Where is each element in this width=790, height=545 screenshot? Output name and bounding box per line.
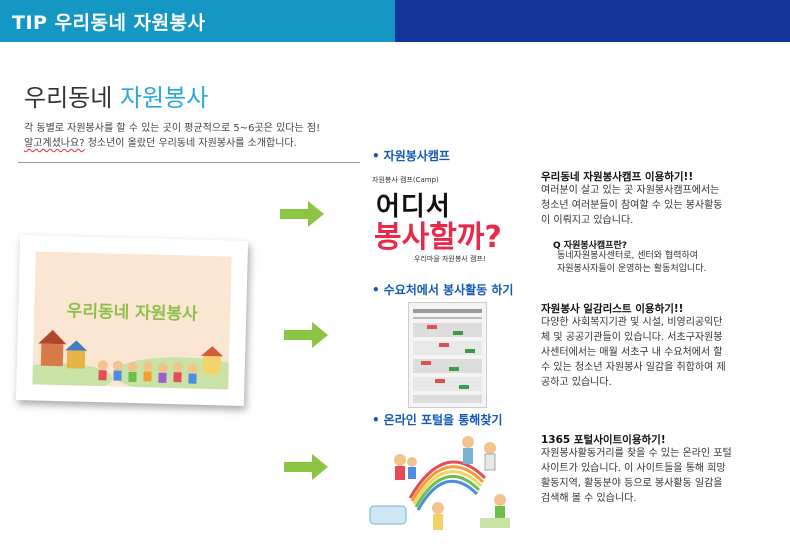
right-arrow-icon (284, 454, 328, 480)
intro-line-1: 각 동별로 자원봉사를 할 수 있는 곳이 평균적으로 5~6곳은 있다는 점! (24, 123, 321, 134)
job-desc: 다양한 사회복지기관 및 시설, 비영리공익단 체 및 공공기관들이 있습니다.… (541, 315, 776, 390)
desc-line: 체 및 공공기관들이 있습니다. 서초구자원봉 (541, 332, 723, 343)
page-title-part1: 우리동네 (24, 84, 120, 112)
desc-line: 다양한 사회복지기관 및 시설, 비영리공익단 (541, 317, 723, 328)
intro-line-2a: 알고계셨나요? (24, 138, 85, 149)
section-heading-camp: •자원봉사캠프 (372, 147, 450, 164)
desc-line: 이 이뤄지고 있습니다. (541, 215, 634, 226)
header-navy-band (395, 0, 790, 42)
desc-line: 사이트가 있습니다. 이 사이트들을 통해 희망 (541, 463, 726, 474)
header-teal-band (0, 0, 395, 42)
divider (18, 162, 360, 163)
card-title-text: 우리동네 자원봉사 (66, 301, 198, 325)
job-desc-title: 자원봉사 일감리스트 이용하기!! (541, 303, 684, 315)
section-heading-portal: •온라인 포털을 통해찾기 (372, 411, 502, 428)
header-bar: TIP 우리동네 자원봉사 (0, 0, 790, 42)
q-line: 자원봉사자들이 운영하는 활동처입니다. (557, 264, 707, 274)
section-heading-demand: •수요처에서 봉사활동 하기 (372, 281, 513, 298)
desc-line: 청소년 여러분들이 참여할 수 있는 봉사활동 (541, 200, 723, 211)
camp-poster-small: 자원봉사 캠프(Camp) (372, 176, 439, 184)
job-list-image (408, 302, 487, 408)
card-illustration (32, 329, 232, 390)
desc-line: 수 있는 청소년 자원봉사 일감을 취합하여 제 (541, 362, 726, 373)
q-line: 동네자원봉사센터로, 센터와 협력하여 (557, 251, 699, 261)
section-heading-text: 수요처에서 봉사활동 하기 (383, 283, 514, 297)
desc-line: 여러분이 살고 있는 곳 자원봉사캠프에서는 (541, 185, 720, 196)
page-title-part2: 자원봉사 (119, 84, 209, 112)
section-heading-text: 온라인 포털을 통해찾기 (383, 413, 503, 427)
desc-line: 사센터에서는 매월 서초구 내 수요처에서 할 (541, 347, 723, 358)
job-list-table-graphic (413, 309, 482, 403)
intro-text: 각 동별로 자원봉사를 할 수 있는 곳이 평균적으로 5~6곳은 있다는 점!… (24, 121, 344, 151)
camp-poster-big2: 봉사할까? (374, 220, 502, 255)
bullet: • (372, 149, 380, 163)
camp-poster-sub: 우리마을 자원봉사 캠프! (414, 255, 486, 263)
camp-desc-title: 우리동네 자원봉사캠프 이용하기!! (541, 171, 694, 183)
camp-q-title: Q 자원봉사캠프란? (553, 241, 627, 251)
title-card-image: 우리동네 자원봉사 (15, 235, 249, 406)
bullet: • (372, 413, 380, 427)
right-arrow-icon (280, 201, 324, 227)
right-arrow-icon (284, 322, 328, 348)
camp-poster-image: 자원봉사 캠프(Camp) 어디서 봉사할까? 우리마을 자원봉사 캠프! (362, 168, 522, 271)
desc-line: 검색해 볼 수 있습니다. (541, 493, 637, 504)
desc-line: 활동지역, 활동분야 등으로 봉사활동 일감을 (541, 478, 723, 489)
page-title: 우리동네 자원봉사 (24, 78, 208, 113)
camp-q-body: 동네자원봉사센터로, 센터와 협력하여 자원봉사자들이 운영하는 활동처입니다. (557, 250, 706, 276)
camp-poster-big1: 어디서 (376, 192, 451, 222)
camp-desc: 여러분이 살고 있는 곳 자원봉사캠프에서는 청소년 여러분들이 참여할 수 있… (541, 183, 776, 228)
portal-illustration-graphic (369, 436, 510, 530)
desc-line: 공하고 있습니다. (541, 377, 612, 388)
portal-illustration-image (360, 428, 528, 536)
section-heading-text: 자원봉사캠프 (383, 149, 450, 163)
portal-desc-title: 1365 포털사이트이용하기! (541, 434, 666, 446)
header-title: TIP 우리동네 자원봉사 (12, 12, 206, 34)
intro-line-2: 알고계셨나요? 청소년이 올랐던 우리동네 자원봉사를 소개합니다. (24, 136, 344, 151)
desc-line: 자원봉사활동거리를 찾을 수 있는 온라인 포털 (541, 448, 732, 459)
bullet: • (372, 283, 380, 297)
title-card-inner: 우리동네 자원봉사 (32, 251, 232, 390)
portal-desc: 자원봉사활동거리를 찾을 수 있는 온라인 포털 사이트가 있습니다. 이 사이… (541, 446, 776, 506)
intro-line-2b: 청소년이 올랐던 우리동네 자원봉사를 소개합니다. (84, 138, 297, 149)
